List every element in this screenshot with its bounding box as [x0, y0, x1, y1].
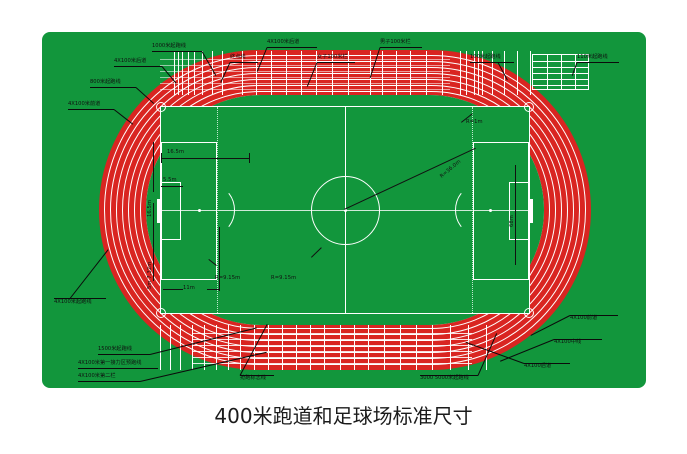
bottom-stripes-group-a — [154, 325, 244, 370]
top-relay-dashes — [160, 54, 450, 94]
goal-left — [157, 199, 162, 223]
dim-rule-goal-depth — [161, 186, 183, 187]
label-relay-center: 4X100中线 — [554, 339, 582, 345]
dim-penalty-spot-dist: 11m — [183, 285, 195, 291]
dim-center-circle-radius: R=9.15m — [271, 275, 297, 281]
dim-tick-a1 — [161, 153, 162, 163]
football-pitch: 16.5m 5.5m 16.5m 5m 7.32m 11m R=9.15m R=… — [147, 102, 534, 318]
label-break-line: 抢跑标志线 — [240, 375, 266, 381]
label-womens-hurdle: 女子100米栏 — [317, 54, 348, 60]
label-finish-line: 终点线 — [230, 54, 246, 60]
dim-corner-arc-radius: R=1m — [466, 119, 483, 125]
label-start-1500m: 1500米起跑线 — [98, 346, 132, 352]
corner-arc-tr — [524, 102, 534, 112]
top-stripes-group-a — [172, 51, 228, 95]
dim-tick-a2 — [249, 153, 250, 163]
corner-arc-tl — [156, 102, 166, 112]
construction-line-right — [472, 107, 473, 313]
dim-rule-11m-a — [163, 289, 183, 290]
label-relay-prerun: 4X100米第一接力区预跑线 — [78, 360, 142, 366]
goal-area-right — [509, 182, 529, 240]
top-stripes-group-b — [238, 51, 358, 95]
penalty-arc-right — [455, 187, 491, 233]
label-start-1000m: 1000米起跑线 — [152, 43, 186, 49]
corner-arc-bl — [156, 308, 166, 318]
construction-line-left — [217, 107, 218, 313]
label-relay-start-left: 4X100米起跑线 — [54, 299, 92, 305]
dim-rule-68m — [515, 165, 516, 265]
dim-rule-pa-width — [153, 142, 154, 192]
dim-tick-11m — [219, 227, 220, 291]
page-title: 400米跑道和足球场标准尺寸 — [214, 404, 473, 428]
label-start-3000-5000: 3000 5000米起跑线 — [420, 375, 469, 381]
label-mens-hurdle: 男子100米栏 — [380, 39, 411, 45]
dim-rule-goal-width — [153, 203, 154, 281]
dim-penalty-arc-radius: R=9.15m — [215, 275, 241, 281]
center-circle — [311, 176, 380, 245]
track-diagram-board: 16.5m 5.5m 16.5m 5m 7.32m 11m R=9.15m R=… — [42, 32, 646, 388]
label-relay-front-right: 4X100前道 — [570, 315, 598, 321]
dim-leader-center-circle — [311, 247, 322, 258]
center-spot — [344, 209, 347, 212]
label-start-100m: 100米起跑线 — [470, 54, 501, 60]
goal-right — [528, 199, 533, 223]
label-relay-hurdle2: 4X100米第二栏 — [78, 373, 116, 379]
label-start-800m: 800米起跑线 — [90, 79, 121, 85]
bottom-stripes-group-c — [362, 325, 492, 370]
dim-penalty-area-depth: 16.5m — [167, 149, 185, 155]
label-relay-back-left: 4X100米后道 — [114, 58, 147, 64]
start-grid-110m — [532, 54, 589, 90]
goal-area-left — [161, 182, 181, 240]
dim-rule-penalty-depth — [161, 158, 249, 159]
label-start-110m: 110米起跑线 — [577, 54, 608, 60]
dim-rule-11m-b — [207, 289, 219, 290]
corner-arc-br — [524, 308, 534, 318]
label-relay-back: 4X100米后道 — [267, 39, 300, 45]
dim-goal-area-depth: 5.5m — [163, 177, 177, 183]
penalty-arc-left — [199, 187, 235, 233]
label-relay-front: 4X100米前道 — [68, 101, 101, 107]
label-relay-back-right: 4X100后道 — [524, 363, 552, 369]
bottom-relay-dashes — [192, 328, 472, 368]
